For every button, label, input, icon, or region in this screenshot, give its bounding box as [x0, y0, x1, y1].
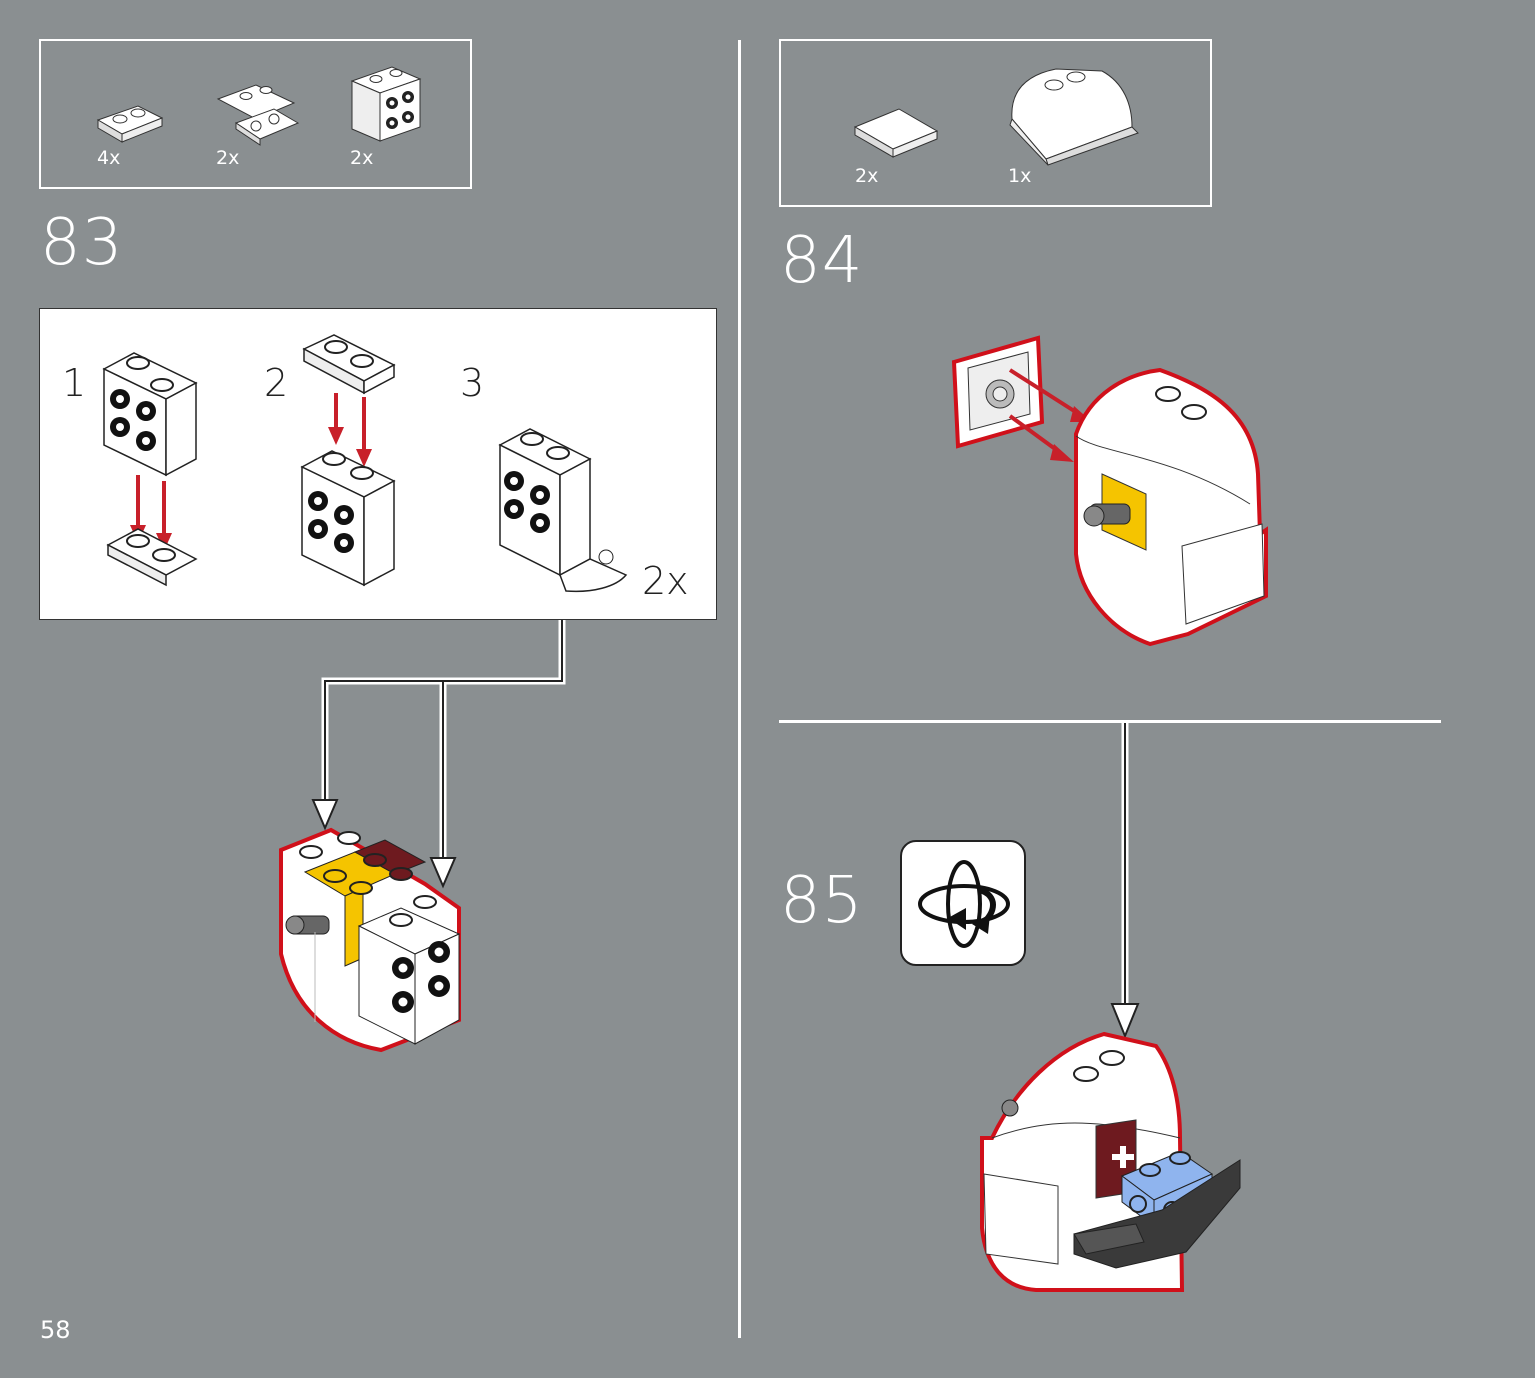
step-84-parts-box: 2x 1x — [779, 39, 1212, 207]
tile-2x2-white-icon — [853, 108, 939, 158]
part-qty: 4x — [97, 147, 121, 169]
plate-1x2-white-icon — [96, 105, 164, 143]
part-qty: 2x — [855, 165, 879, 187]
part-qty: 1x — [1008, 165, 1032, 187]
substep-number: 2 — [264, 361, 289, 405]
rotate-arrows-icon — [918, 860, 1010, 948]
inverted-bracket-white-icon — [216, 84, 300, 146]
step-number: 84 — [780, 224, 864, 298]
subassembly-panel: 1 2 3 2x — [39, 308, 717, 620]
subassembly-multiplier: 2x — [642, 559, 689, 603]
curved-slope-white-icon — [1009, 68, 1139, 166]
substep-number: 1 — [62, 361, 87, 405]
page-divider — [738, 40, 741, 1338]
part-qty: 2x — [350, 147, 374, 169]
step-separator — [779, 720, 1441, 723]
substep-3-illustration — [498, 428, 628, 593]
step-number: 83 — [40, 206, 124, 280]
substep-number: 3 — [460, 361, 485, 405]
step-85-model — [980, 1031, 1241, 1292]
rotate-model-icon — [900, 840, 1026, 966]
step-84-model — [951, 335, 1268, 647]
page-number: 58 — [40, 1316, 71, 1344]
step-83-parts-box: 4x 2x 2x — [39, 39, 472, 189]
part-qty: 2x — [216, 147, 240, 169]
substep-1-illustration — [102, 352, 198, 587]
substep-2-illustration — [300, 334, 396, 587]
step-83-model — [279, 827, 461, 1053]
step-number: 85 — [780, 864, 864, 938]
bracket-studs-side-white-icon — [350, 66, 422, 142]
